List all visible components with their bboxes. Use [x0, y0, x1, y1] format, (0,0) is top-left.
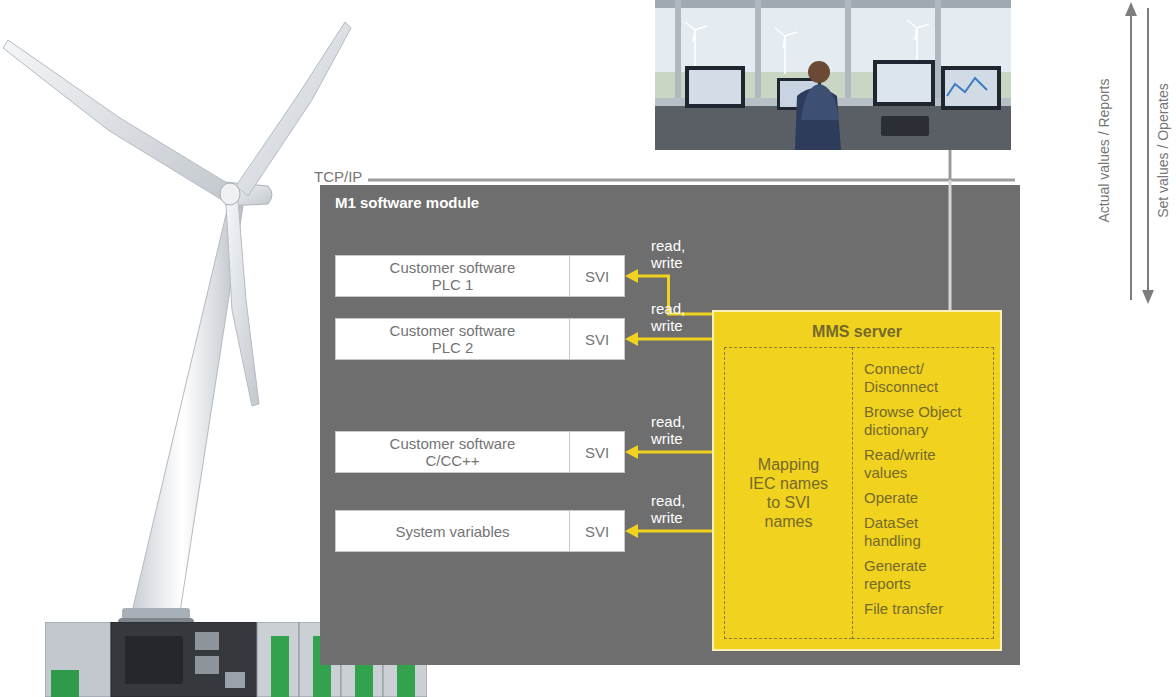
- svi-interface-box: SVI: [569, 432, 624, 472]
- monitor: [873, 60, 935, 106]
- edge-label: read, write: [651, 492, 697, 526]
- control-room-photo: [655, 0, 1011, 150]
- software-box: System variables SVI: [335, 510, 625, 552]
- arrow-head: [625, 269, 638, 283]
- service-item: DataSet handling: [864, 514, 968, 550]
- distant-turbine: [775, 28, 797, 74]
- power-module: [45, 622, 111, 697]
- turbine-blade: [226, 200, 259, 406]
- monitor: [941, 66, 1001, 110]
- cpu-cover: [125, 636, 183, 684]
- turbine-blade: [3, 40, 232, 200]
- svi-interface-box: SVI: [569, 256, 624, 296]
- service-item: Browse Object dictionary: [864, 403, 968, 439]
- arrow-head: [625, 332, 638, 346]
- arrow-head: [625, 524, 638, 538]
- tcpip-bus-line: [368, 179, 1015, 182]
- service-list-box: Connect/ DisconnectBrowse Object diction…: [852, 347, 994, 639]
- window-frame: [845, 0, 851, 104]
- data-flow-arrow: [625, 445, 712, 459]
- tcpip-drop-line: [949, 150, 952, 180]
- service-item: Generate reports: [864, 557, 968, 593]
- software-name: Customer software PLC 2: [380, 322, 525, 356]
- service-item: File transfer: [864, 600, 968, 618]
- distant-turbine: [685, 22, 707, 70]
- monitor: [685, 66, 745, 108]
- turbine-hub: [220, 183, 240, 205]
- flow-direction-label: Set values / Operates: [1155, 40, 1172, 260]
- software-name: Customer software PLC 1: [380, 259, 525, 293]
- interface-name: SVI: [585, 331, 609, 348]
- window-frame: [755, 0, 761, 104]
- mms-server-box: MMS serverMapping IEC names to SVI names…: [712, 310, 1002, 651]
- flow-direction-label: Actual values / Reports: [1096, 40, 1113, 260]
- terminal-strip: [271, 636, 289, 697]
- edge-label: read, write: [651, 413, 697, 447]
- keyboard: [881, 116, 929, 136]
- operator-body: [801, 84, 839, 120]
- interface-name: SVI: [585, 268, 609, 285]
- software-module-panel: M1 software moduleCustomer software PLC …: [320, 185, 1020, 665]
- server-title: MMS server: [714, 322, 1000, 341]
- operator-head: [808, 61, 830, 83]
- mapping-text: Mapping IEC names to SVI names: [749, 455, 829, 531]
- photo-sky: [655, 0, 1011, 150]
- upward-arrow-head: [1125, 2, 1137, 16]
- window-frame: [655, 0, 1011, 8]
- module-title: M1 software module: [335, 194, 479, 212]
- svi-interface-box: SVI: [569, 319, 624, 359]
- arrow-head: [625, 445, 638, 459]
- software-box: Customer software PLC 2 SVI: [335, 318, 625, 360]
- tcpip-server-line: [949, 180, 952, 311]
- monitor-screen: [945, 70, 997, 106]
- port: [195, 632, 219, 650]
- turbine-tower: [132, 206, 243, 612]
- software-box: Customer software C/CC++ SVI: [335, 431, 625, 473]
- arrow-line: [636, 530, 712, 533]
- upward-arrow-shaft: [1130, 14, 1132, 300]
- window-frame: [675, 0, 681, 104]
- screen-chart: [947, 78, 987, 96]
- protocol-label: TCP/IP: [314, 168, 362, 186]
- interface-name: SVI: [585, 523, 609, 540]
- io-module: [257, 622, 299, 697]
- software-name: Customer software C/CC++: [380, 435, 525, 469]
- svi-interface-box: SVI: [569, 511, 624, 551]
- terminal-block: [51, 670, 79, 697]
- service-item: Operate: [864, 489, 968, 507]
- cpu-module: [111, 622, 257, 697]
- monitor-screen: [689, 70, 741, 104]
- edge-label: read, write: [651, 300, 697, 334]
- downward-arrow-shaft: [1147, 8, 1149, 292]
- service-item: Connect/ Disconnect: [864, 360, 968, 396]
- mapping-box: Mapping IEC names to SVI names: [724, 347, 852, 639]
- window-frame: [935, 0, 941, 104]
- interface-name: SVI: [585, 444, 609, 461]
- port: [225, 672, 245, 688]
- data-flow-arrow: [625, 332, 712, 346]
- edge-label: read, write: [651, 237, 697, 271]
- port: [195, 656, 219, 674]
- software-name: System variables: [395, 523, 509, 540]
- monitor-screen: [877, 64, 931, 102]
- arrow-line: [636, 338, 712, 341]
- data-flow-arrow: [625, 524, 712, 538]
- downward-arrow-head: [1142, 290, 1154, 304]
- software-box: Customer software PLC 1 SVI: [335, 255, 625, 297]
- arrow-line: [636, 451, 712, 454]
- service-item: Read/write values: [864, 446, 968, 482]
